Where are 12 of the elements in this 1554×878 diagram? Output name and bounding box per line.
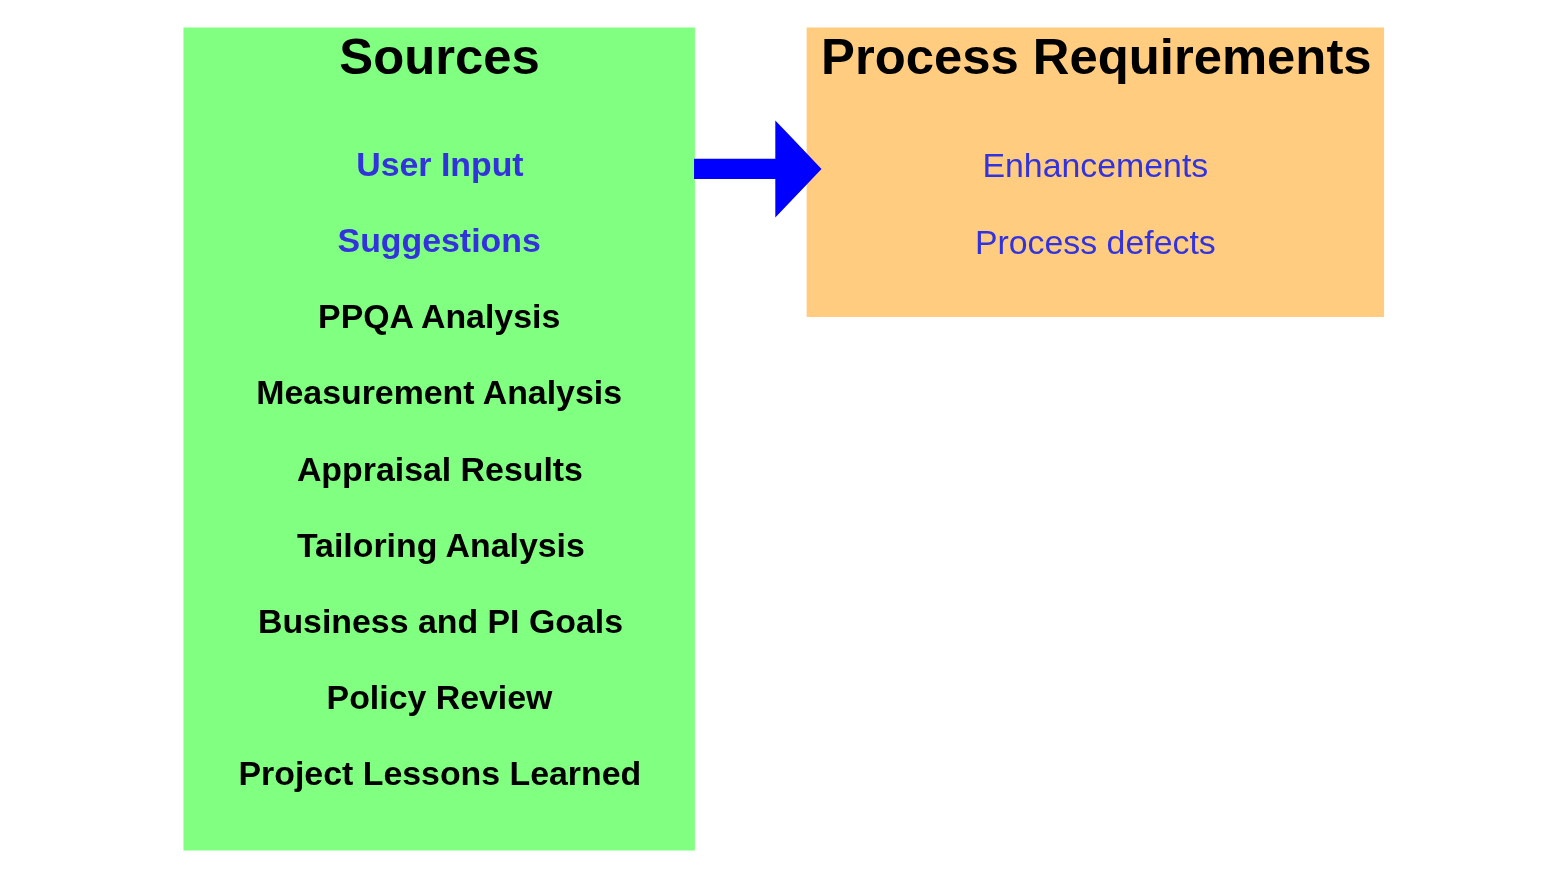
node-text: Measurement Analysis <box>256 373 623 412</box>
node-text: Project Lessons Learned <box>238 754 642 793</box>
node-text: Business and PI Goals <box>257 601 624 640</box>
node-text: Tailoring Analysis <box>296 525 585 564</box>
node-text: PPQA Analysis <box>318 297 561 336</box>
arrow <box>694 120 822 218</box>
node-text: Process defects <box>974 222 1216 261</box>
node-text: User Input <box>356 144 524 183</box>
node-text: Enhancements <box>982 146 1209 185</box>
node-text: Appraisal Results <box>296 449 583 488</box>
node-text: Suggestions <box>337 220 541 259</box>
node-text: Policy Review <box>326 678 553 717</box>
